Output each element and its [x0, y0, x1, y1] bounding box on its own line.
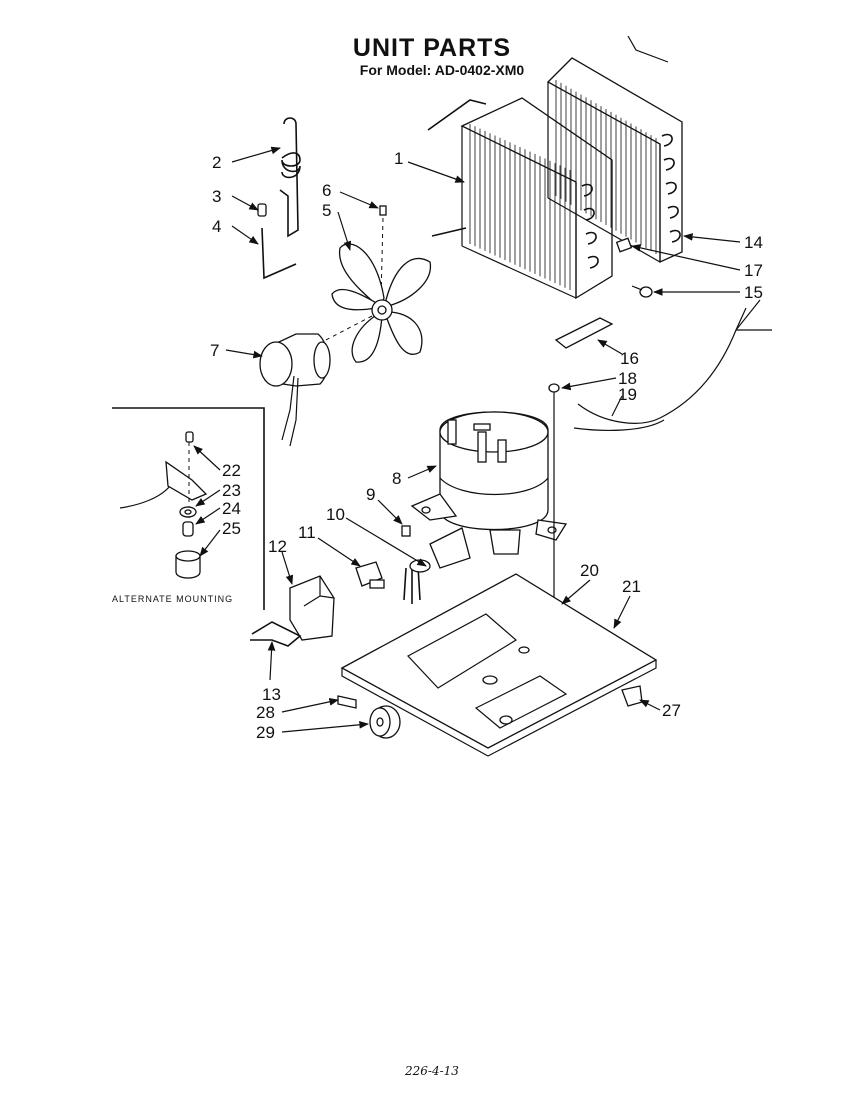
wire-harness: [573, 299, 772, 431]
callout-28: 28: [256, 703, 275, 722]
return-bend: [587, 255, 599, 269]
evaporator-coil: [546, 57, 683, 264]
overload-bracket: [403, 527, 471, 604]
callout-20: 20: [580, 561, 599, 580]
terminal-clip: [401, 525, 411, 537]
return-bend: [581, 183, 593, 197]
mounting-screw: [548, 383, 560, 600]
foam-strip: [554, 317, 614, 349]
callout-9: 9: [366, 485, 375, 504]
callout-21: 21: [622, 577, 641, 596]
callout-11: 11: [298, 523, 316, 542]
inset-caption: ALTERNATE MOUNTING: [112, 594, 233, 604]
fan-clip: [379, 205, 387, 216]
callout-23: 23: [222, 481, 241, 500]
fan-blade: [331, 243, 431, 363]
capillary-tube: [261, 227, 297, 280]
callout-7: 7: [210, 341, 219, 360]
callout-8: 8: [392, 469, 401, 488]
return-bend: [661, 133, 673, 147]
callout-13: 13: [262, 685, 281, 704]
heater-coil: [279, 117, 301, 238]
callout-25: 25: [222, 519, 241, 538]
base-pan: [340, 573, 658, 757]
return-bend: [667, 205, 679, 219]
callout-19: 19: [618, 385, 637, 404]
callout-22: 22: [222, 461, 241, 480]
callout-1: 1: [394, 149, 403, 168]
model-subtitle: For Model: AD-0402-XM0: [359, 62, 525, 78]
condenser-coil: [427, 97, 613, 300]
drawing-code: 226-4-13: [405, 1064, 459, 1078]
callout-14: 14: [744, 233, 763, 252]
alternate-mounting-inset: ALTERNATE MOUNTING: [112, 407, 265, 610]
callout-16: 16: [620, 349, 639, 368]
cover-clip: [250, 621, 302, 647]
callout-4: 4: [212, 217, 221, 236]
rubber-foot: [621, 685, 643, 707]
bracket-screw: [631, 285, 653, 298]
fan-motor: [259, 333, 331, 447]
callout-17: 17: [744, 261, 763, 280]
callout-labels: 1 2 3 4 5 6 7 8 9 10 11 12 13 14 15 16 1…: [210, 149, 763, 742]
callout-3: 3: [212, 187, 221, 206]
return-bend: [585, 231, 597, 245]
leader-lines: [193, 146, 741, 733]
coil-bracket: [615, 237, 633, 253]
terminal-cover: [289, 575, 335, 641]
margin-mark: [627, 35, 669, 63]
callout-5: 5: [322, 201, 331, 220]
compressor: [410, 411, 568, 555]
callout-12: 12: [268, 537, 287, 556]
return-bend: [583, 207, 595, 221]
return-bend: [663, 157, 675, 171]
tube-fitting: [257, 203, 267, 217]
callout-18: 18: [618, 369, 637, 388]
callout-24: 24: [222, 499, 241, 518]
diagram-title: UNIT PARTS: [352, 34, 512, 62]
return-bend: [665, 181, 677, 195]
relay: [355, 561, 385, 589]
callout-15: 15: [744, 283, 763, 302]
callout-29: 29: [256, 723, 275, 742]
callout-10: 10: [326, 505, 345, 524]
callout-2: 2: [212, 153, 221, 172]
return-bend: [669, 229, 681, 243]
callout-27: 27: [662, 701, 681, 720]
coil-return-bends: [581, 133, 681, 269]
spring: [337, 695, 357, 709]
wheel: [369, 705, 401, 739]
callout-6: 6: [322, 181, 331, 200]
